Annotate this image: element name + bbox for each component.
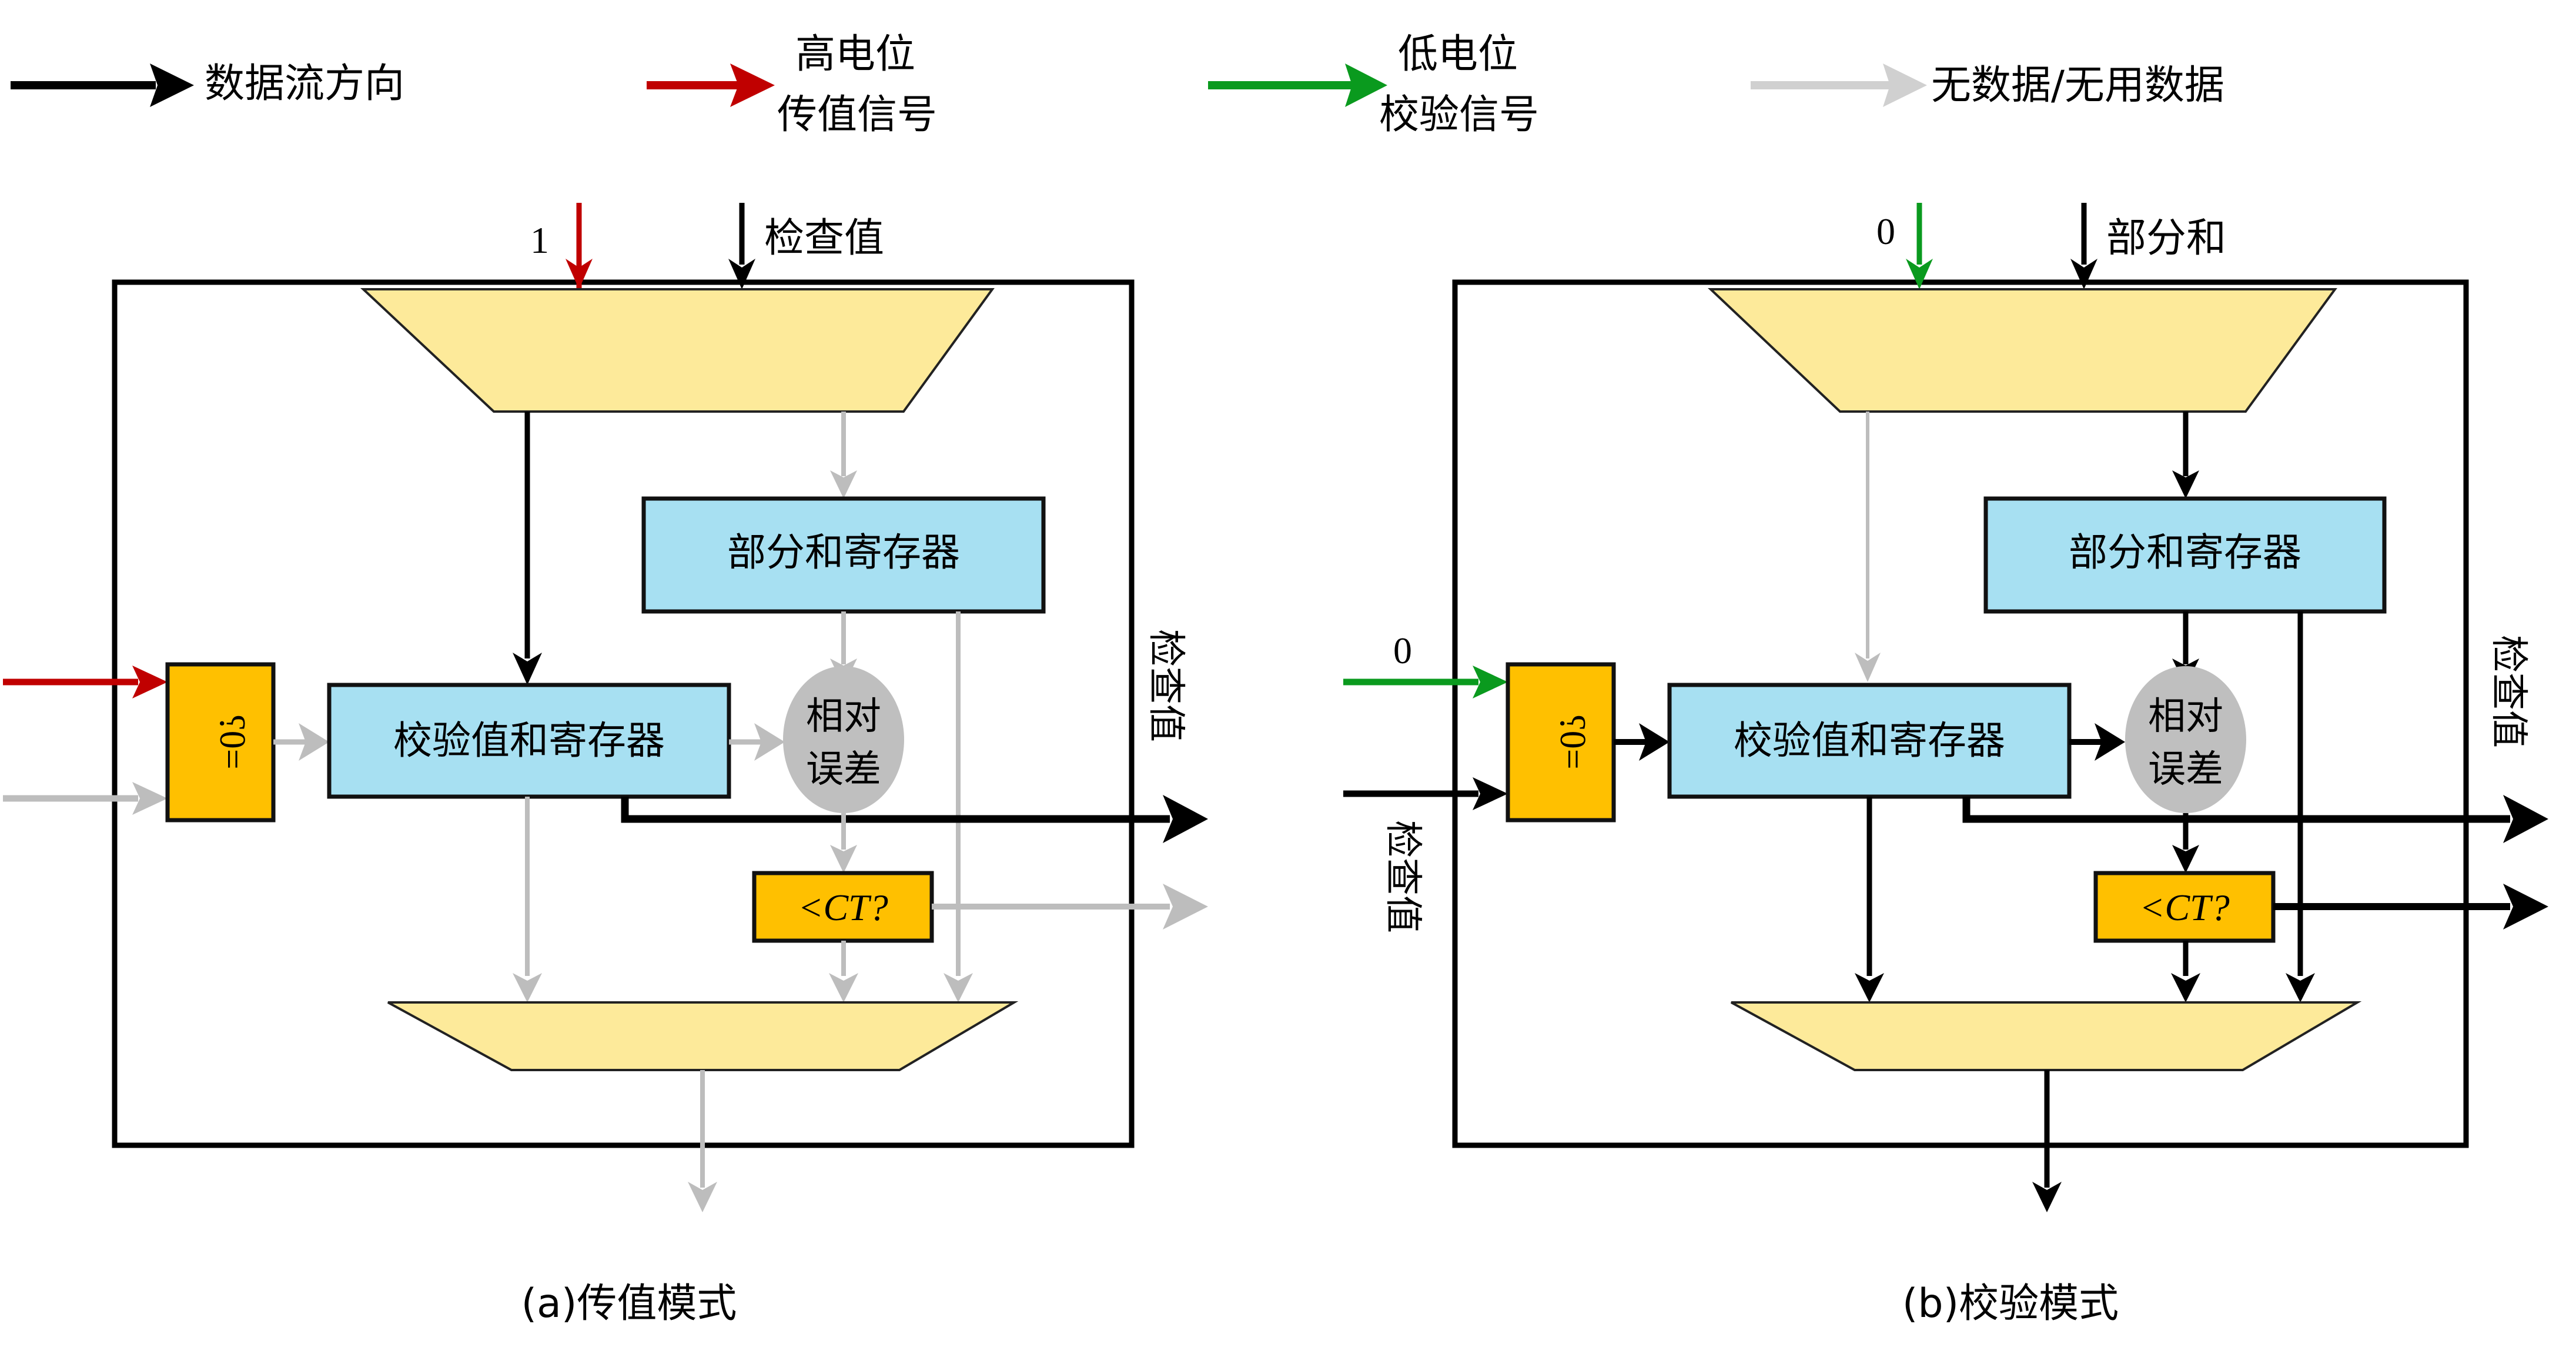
threshold-check-label: <CT? [2139,887,2229,928]
legend: 数据流方向 高电位 传值信号 低电位 校验信号 无数 [11,31,2224,138]
checksum-to-error-arrow [729,723,785,761]
mux-to-partial-sum-arrow [2172,412,2199,499]
legend-item-high-level: 高电位 传值信号 [647,31,937,138]
legend-item-no-data: 无数据/无用数据 [1751,62,2224,109]
mux-to-partial-sum-arrow [830,412,857,499]
zero-check-to-checksum-arrow [1614,723,1670,761]
module-output-arrow [688,1070,717,1212]
zero-check-label: =0? [212,714,252,769]
checksum-to-output-mux-arrow [513,797,542,1002]
top-input-label: 部分和 [2106,215,2226,262]
partial-sum-to-output-mux-arrow [944,611,973,1002]
mux-to-checksum-arrow [1855,412,1881,682]
left-gray-input-arrow [3,782,168,815]
module-frame [112,279,1135,1148]
legend-label-no-data: 无数据/无用数据 [1931,62,2224,109]
red-arrow-icon [647,63,775,107]
right-output-label: 检查值 [1144,629,1187,742]
partial-sum-register [641,496,1046,614]
threshold-to-output-mux-arrow [2171,941,2200,1002]
top-black-input-arrow [2070,203,2097,289]
partial-sum-to-output-mux-arrow [2286,611,2315,1002]
black-arrow-icon [11,63,194,107]
relative-error-node [783,666,904,813]
checksum-register-label: 校验值和寄存器 [393,718,665,763]
threshold-output-arrow [932,884,1208,930]
top-input-label: 检查值 [764,215,884,262]
legend-item-low-level: 低电位 校验信号 [1208,31,1539,138]
left-black-input-arrow [1343,777,1508,810]
mux-to-checksum-arrow [513,412,542,685]
input-mux [1707,288,2337,413]
partial-sum-register-label: 部分和寄存器 [727,530,960,575]
module-output-arrow [2032,1070,2062,1212]
left-red-input-arrow [3,666,168,698]
legend-label-low-level-line1: 低电位 [1398,31,1518,78]
error-to-threshold-arrow [2172,813,2199,873]
legend-label-high-level-line1: 高电位 [795,31,915,78]
output-mux [387,1001,1019,1071]
checksum-to-error-arrow [2069,723,2125,761]
top-black-input-arrow [728,203,755,289]
zero-check-box [1506,662,1616,823]
right-output-label: 检查值 [2487,635,2530,748]
panel-caption: (b)校验模式 [1902,1281,2119,1327]
relative-error-label-line1: 相对 [806,695,881,738]
left-signal-value: 0 [1393,630,1412,671]
legend-item-data-flow: 数据流方向 [11,61,404,107]
threshold-output-arrow [2273,884,2548,930]
relative-error-label-line2: 误差 [806,748,881,791]
partial-sum-register [1983,496,2387,614]
green-arrow-icon [1208,63,1387,107]
zero-check-to-checksum-arrow [273,723,329,761]
output-mux [1731,1001,2362,1071]
left-green-input-arrow [1343,666,1508,698]
legend-label-high-level-line2: 传值信号 [777,92,937,138]
top-green-input-arrow [1906,203,1933,289]
partial-sum-register-label: 部分和寄存器 [2069,530,2301,575]
panel-check-mode: 0 部分和 部分和寄存器 0 [1343,203,2548,1327]
threshold-to-output-mux-arrow [829,941,858,1002]
checksum-register [327,683,731,799]
input-mux [360,288,995,413]
checksum-register-label: 校验值和寄存器 [1734,718,2005,763]
left-input-label: 检查值 [1381,820,1424,933]
relative-error-label-line1: 相对 [2148,695,2223,738]
zero-check-box [165,662,276,823]
gray-arrow-icon [1751,63,1927,107]
checksum-output-arrow [621,795,1208,843]
panel-transfer-mode: 1 检查值 部分和寄存器 [3,203,1208,1327]
relative-error-label-line2: 误差 [2148,748,2223,791]
panel-caption: (a)传值模式 [521,1281,737,1327]
top-signal-value: 0 [1876,210,1895,252]
legend-label-data-flow: 数据流方向 [205,61,404,107]
threshold-check-label: <CT? [798,887,888,928]
legend-label-low-level-line2: 校验信号 [1379,92,1539,138]
error-to-threshold-arrow [830,813,857,873]
relative-error-node [2125,666,2246,813]
zero-check-label: =0? [1553,714,1593,769]
module-frame [1452,279,2469,1148]
checksum-to-output-mux-arrow [1855,797,1884,1002]
checksum-output-arrow [1962,795,2548,843]
top-signal-value: 1 [530,219,549,261]
